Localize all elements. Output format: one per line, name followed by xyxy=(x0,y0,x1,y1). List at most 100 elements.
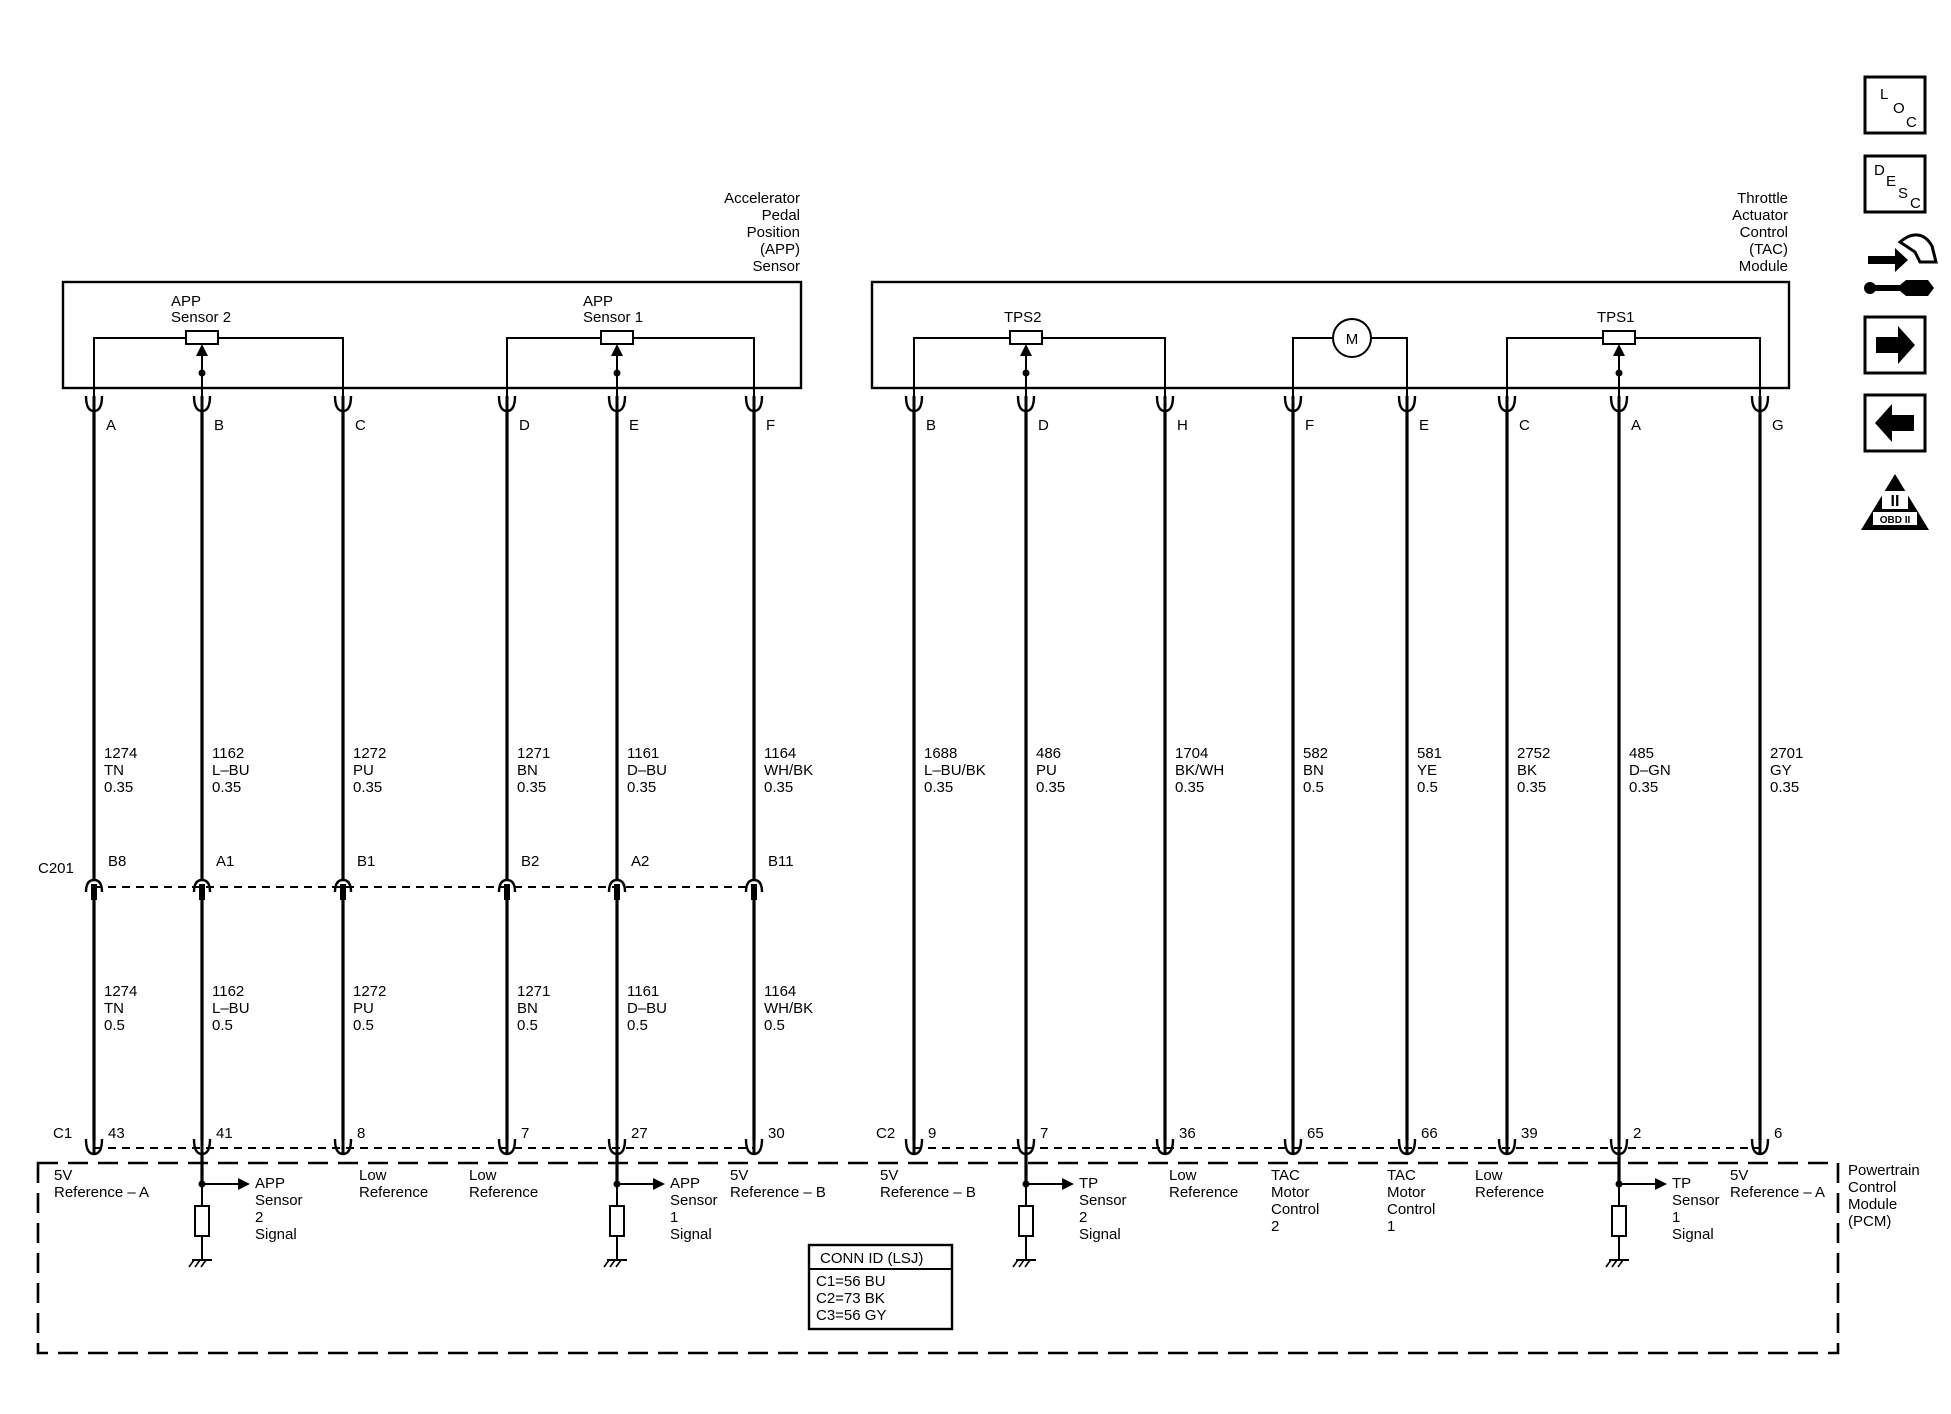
pcm-circuit-label: Sensor xyxy=(1079,1192,1127,1209)
tac-wire-label: D–GN xyxy=(1629,762,1671,779)
app-wire-lower-label: 1271 xyxy=(517,983,550,1000)
tac-pin-label: E xyxy=(1419,417,1429,434)
pcm-c1-pin-label: 7 xyxy=(521,1125,529,1142)
arrow-left-button[interactable] xyxy=(1863,393,1927,453)
pcm-c2-pin-terminal xyxy=(904,1138,924,1156)
c1-label: C1 xyxy=(53,1125,72,1142)
pcm-c1-pin-label: 8 xyxy=(357,1125,365,1142)
tac-pin-label: F xyxy=(1305,417,1314,434)
pcm-circuit-label: TP xyxy=(1079,1175,1098,1192)
tac-pin-label: C xyxy=(1519,417,1530,434)
pcm-circuit-label: Signal xyxy=(255,1226,297,1243)
app-wire-upper-label: 0.35 xyxy=(627,779,656,796)
pcm-circuit-label: 2 xyxy=(1079,1209,1087,1226)
app-sensor2-potentiometer-icon xyxy=(93,330,344,405)
tac-wire-label: BN xyxy=(1303,762,1324,779)
pcm-c2-pin-terminal xyxy=(1497,1138,1517,1156)
pcm-signal-input-icon xyxy=(1012,1154,1074,1268)
tac-wire-label: 0.5 xyxy=(1417,779,1438,796)
app-title-line: Accelerator xyxy=(724,190,800,207)
app-wire-lower-label: L–BU xyxy=(212,1000,250,1017)
app-pin-terminal xyxy=(333,395,353,413)
tac-wire-label: 0.35 xyxy=(1036,779,1065,796)
conn-id-line: C3=56 GY xyxy=(816,1307,886,1324)
app-wire-upper-label: 0.35 xyxy=(517,779,546,796)
pcm-c2-pin-terminal xyxy=(1155,1138,1175,1156)
tac-title-line: Actuator xyxy=(1732,207,1788,224)
c201-pin-terminal xyxy=(607,878,627,900)
loc-letter: L xyxy=(1880,86,1888,103)
desc-button[interactable]: D E S C xyxy=(1863,154,1927,214)
tac-wire-label: 0.35 xyxy=(1175,779,1204,796)
pcm-c2-pin-label: 7 xyxy=(1040,1125,1048,1142)
tac-wire-label: 485 xyxy=(1629,745,1654,762)
tac-wire-label: 2752 xyxy=(1517,745,1550,762)
loc-letter: O xyxy=(1893,100,1905,117)
pcm-circuit-label: 2 xyxy=(1271,1218,1279,1235)
app-pin-label: F xyxy=(766,417,775,434)
tps1-label: TPS1 xyxy=(1597,309,1635,326)
app-pin-terminal xyxy=(744,395,764,413)
pcm-c1-pin-label: 27 xyxy=(631,1125,648,1142)
app-wire-upper-label: PU xyxy=(353,762,374,779)
app-wire-upper-label: TN xyxy=(104,762,124,779)
pcm-circuit-label: Signal xyxy=(670,1226,712,1243)
app-wire-lower-label: BN xyxy=(517,1000,538,1017)
c2-label: C2 xyxy=(876,1125,895,1142)
tac-wire-label: 0.35 xyxy=(1517,779,1546,796)
pcm-circuit-label: APP xyxy=(255,1175,285,1192)
app-wire-lower-label: 1161 xyxy=(627,983,659,1000)
app-wire-lower-label: 0.5 xyxy=(104,1017,125,1034)
tac-wire-label: L–BU/BK xyxy=(924,762,986,779)
app-wire-upper-label: D–BU xyxy=(627,762,667,779)
tac-wire-label: BK xyxy=(1517,762,1537,779)
app-title-line: Sensor xyxy=(752,258,800,275)
pcm-c1-pin-terminal xyxy=(192,1138,212,1156)
app-wire-upper-label: 1272 xyxy=(353,745,386,762)
troubleshooting-icon[interactable] xyxy=(1864,233,1938,296)
app-wire-upper-label: L–BU xyxy=(212,762,250,779)
obd-ii-icon[interactable]: II OBD II xyxy=(1861,474,1929,530)
pcm-circuit-label: Signal xyxy=(1672,1226,1714,1243)
desc-letter: D xyxy=(1874,162,1885,179)
loc-button[interactable]: L O C xyxy=(1863,75,1927,135)
loc-letter: C xyxy=(1906,114,1917,131)
conn-id-title: CONN ID (LSJ) xyxy=(820,1250,923,1267)
pcm-c2-pin-label: 6 xyxy=(1774,1125,1782,1142)
tac-wire-label: GY xyxy=(1770,762,1792,779)
app-wire-lower-label: 1162 xyxy=(212,983,244,1000)
pcm-module: Powertrain Control Module (PCM) C1 C2 CO… xyxy=(36,1125,1920,1355)
tac-wire-label: 2701 xyxy=(1770,745,1803,762)
tac-pin-terminal xyxy=(1497,395,1517,413)
pcm-circuit-label: Sensor xyxy=(670,1192,718,1209)
c201-pin-label: B8 xyxy=(108,853,126,870)
tac-wire-label: 1704 xyxy=(1175,745,1208,762)
tac-pin-label: A xyxy=(1631,417,1641,434)
pcm-circuit-label: Low xyxy=(1475,1167,1503,1184)
pcm-circuit-label: Reference xyxy=(1475,1184,1544,1201)
c201-pin-label: B2 xyxy=(521,853,539,870)
c201-pin-terminal xyxy=(84,878,104,900)
app-wire-lower-label: 1274 xyxy=(104,983,137,1000)
arrow-right-button[interactable] xyxy=(1863,315,1927,375)
pcm-circuit-label: Reference – B xyxy=(730,1184,826,1201)
pcm-c1-pin-label: 41 xyxy=(216,1125,233,1142)
pcm-circuit-label: 5V xyxy=(1730,1167,1748,1184)
pcm-c2-pin-label: 65 xyxy=(1307,1125,1324,1142)
app-wire-upper-label: 0.35 xyxy=(104,779,133,796)
app-wire-lower-label: 0.5 xyxy=(627,1017,648,1034)
motor-icon: M xyxy=(1292,318,1408,405)
conn-id-line: C2=73 BK xyxy=(816,1290,885,1307)
c201-pin-terminal xyxy=(192,878,212,900)
tac-wire-label: 486 xyxy=(1036,745,1061,762)
app-wire-upper-label: WH/BK xyxy=(764,762,813,779)
pcm-circuit-label: 2 xyxy=(255,1209,263,1226)
c201-pin-label: A2 xyxy=(631,853,649,870)
desc-letter: E xyxy=(1886,173,1896,190)
pcm-circuit-label: Reference – A xyxy=(54,1184,149,1201)
tac-wire-label: 0.5 xyxy=(1303,779,1324,796)
pcm-circuit-label: Signal xyxy=(1079,1226,1121,1243)
app-wire-upper-label: 1274 xyxy=(104,745,137,762)
pcm-circuit-label: Sensor xyxy=(1672,1192,1720,1209)
tac-title-line: (TAC) xyxy=(1749,241,1788,258)
